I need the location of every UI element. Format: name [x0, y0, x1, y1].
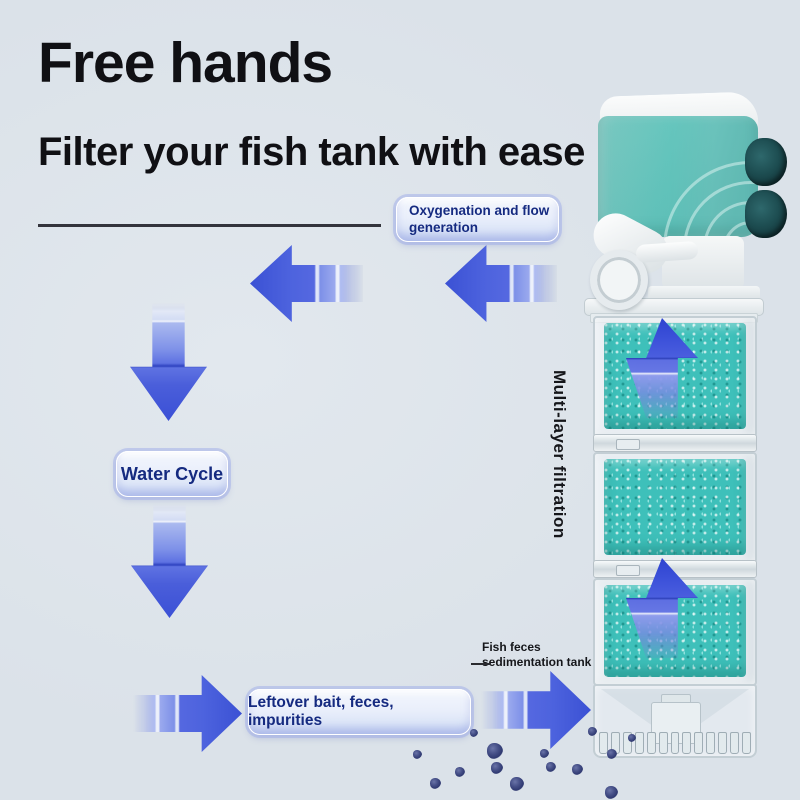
- suction-cup-icon: [745, 138, 787, 186]
- filter-foam: [604, 459, 746, 555]
- tank-tooth: [622, 732, 632, 754]
- feces-particle: [607, 749, 617, 759]
- arrow-right-inner-icon: [133, 675, 242, 752]
- main-title: Free hands: [38, 31, 333, 95]
- tank-tooth: [646, 732, 656, 754]
- multi-layer-filtration-label: Multi-layer filtration: [550, 370, 569, 539]
- arrow-down-lower-icon: [131, 504, 208, 618]
- tank-tooth: [694, 732, 704, 754]
- tank-tooth: [658, 732, 668, 754]
- feces-particle: [413, 750, 422, 759]
- tank-tooth: [682, 732, 692, 754]
- water-cycle-label: Water Cycle: [116, 451, 228, 497]
- filter-box-1: [593, 316, 757, 438]
- sediment-tank: [593, 684, 757, 758]
- feces-particle: [546, 762, 556, 772]
- fish-feces-underline: [471, 663, 491, 665]
- feces-particle: [455, 767, 465, 777]
- fish-feces-label-line2: sedimentation tank: [482, 655, 592, 669]
- tank-tooth: [730, 732, 740, 754]
- tank-tooth: [599, 732, 608, 754]
- box-clasp: [616, 439, 640, 450]
- box-clasp: [616, 565, 640, 576]
- feces-particle: [491, 762, 503, 774]
- feces-particle: [588, 727, 597, 736]
- feces-particle: [605, 786, 618, 799]
- feces-particle: [628, 734, 636, 742]
- feces-particle: [430, 778, 441, 789]
- tank-teeth: [599, 732, 751, 754]
- feces-particle: [470, 729, 478, 737]
- arrow-left-inner-icon: [250, 245, 363, 322]
- tank-tooth: [670, 732, 680, 754]
- oxygenation-label-line2: generation: [409, 219, 479, 235]
- arrow-left-outer-icon: [445, 245, 557, 322]
- tank-tooth: [634, 732, 644, 754]
- feces-particle: [510, 777, 524, 791]
- box-junction: [593, 434, 757, 452]
- subtitle: Filter your fish tank with ease: [38, 130, 585, 174]
- oxygenation-label: Oxygenation and flow generation: [396, 197, 559, 242]
- oxygenation-label-line1: Oxygenation and flow: [409, 203, 550, 219]
- arrow-down-upper-icon: [130, 303, 207, 421]
- title-underline: [38, 224, 381, 227]
- filter-box-2: [593, 452, 757, 564]
- feces-particle: [540, 749, 549, 758]
- tank-tooth: [706, 732, 716, 754]
- fish-feces-label-line1: Fish feces: [482, 640, 541, 654]
- tank-tooth: [742, 732, 751, 754]
- feces-particle: [487, 743, 503, 759]
- leftover-label: Leftover bait, feces, impurities: [248, 689, 471, 735]
- feces-particle: [572, 764, 583, 775]
- fish-feces-label: Fish feces sedimentation tank: [482, 640, 602, 670]
- tank-tooth: [718, 732, 728, 754]
- suction-cup-icon: [745, 190, 787, 238]
- arrow-right-to-tank-icon: [481, 671, 591, 749]
